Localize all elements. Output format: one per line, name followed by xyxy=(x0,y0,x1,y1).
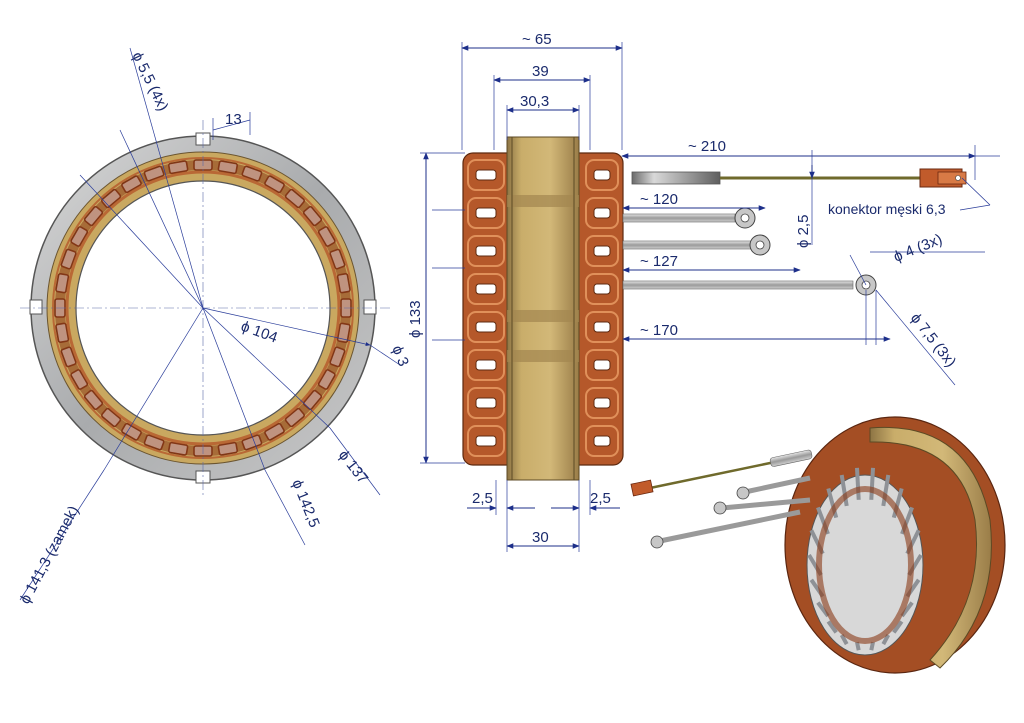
groove-dim: ϕ 3 xyxy=(388,343,412,369)
connector-label: konektor męski 6,3 xyxy=(828,201,946,217)
iso-tooth xyxy=(855,467,861,500)
iso-tooth xyxy=(881,474,891,507)
lead-insulation-210 xyxy=(631,171,721,185)
iso-tooth xyxy=(855,641,861,651)
lead-170 xyxy=(622,280,854,290)
iso-tooth xyxy=(826,620,838,634)
eyelet-hole-dim: ϕ 4 (3x) xyxy=(891,231,945,266)
coil-gap xyxy=(593,283,611,295)
iso-tooth xyxy=(900,601,914,618)
total-width-dim: ~ 65 xyxy=(522,31,552,48)
iso-eyelet-2 xyxy=(713,501,727,515)
d137-dim: ϕ 137 xyxy=(335,447,372,487)
coil-loop xyxy=(585,349,619,381)
side-view: ~ 65 39 30,3 ϕ 133 2,5 2,5 30 xyxy=(407,31,967,552)
coil-gap xyxy=(593,169,611,181)
iso-connector xyxy=(630,479,654,497)
iso-tooth xyxy=(892,620,904,634)
coil-loop xyxy=(467,387,505,419)
hole-dim: ϕ 5,5 (4x) xyxy=(128,49,171,113)
coil-gap xyxy=(475,169,497,181)
coil-loop xyxy=(467,235,505,267)
iso-tooth xyxy=(839,634,849,646)
iso-tooth xyxy=(839,474,849,507)
iso-tooth xyxy=(869,467,875,500)
iso-lamination-band xyxy=(869,426,992,669)
iso-inner-bore xyxy=(806,474,924,656)
coil-gap xyxy=(593,321,611,333)
coil-gap xyxy=(475,245,497,257)
wire-diameter-dim: ϕ 2,5 xyxy=(795,215,812,248)
coil-gap xyxy=(475,283,497,295)
iso-eyelet-3 xyxy=(650,535,664,549)
coil-loop xyxy=(585,197,619,229)
lamination-band-3 xyxy=(507,350,579,362)
coil-loop xyxy=(585,235,619,267)
coil-loop xyxy=(467,273,505,305)
coil-loop xyxy=(585,159,619,191)
right-notch xyxy=(363,299,377,315)
left-gap-dim: 2,5 xyxy=(472,490,493,507)
lead-127 xyxy=(622,240,752,250)
notch-width-dim: 13 xyxy=(225,111,242,128)
lead-127-dim: ~ 127 xyxy=(640,253,678,270)
iso-tooth xyxy=(869,641,875,651)
right-gap-dim: 2,5 xyxy=(590,490,611,507)
coil-gap xyxy=(475,359,497,371)
coil-loop xyxy=(467,311,505,343)
coil-loop xyxy=(585,311,619,343)
coil-loop xyxy=(467,425,505,457)
lead-120-dim: ~ 120 xyxy=(640,191,678,208)
coil-group xyxy=(467,159,619,457)
lock-dim: ϕ 141,3 (zamek) xyxy=(17,503,83,607)
coil-gap xyxy=(475,321,497,333)
coil-loop xyxy=(585,273,619,305)
lamination-band-1 xyxy=(507,195,579,207)
lead-210-dim: ~ 210 xyxy=(688,138,726,155)
eyelet-outer-dim: ϕ 7,5 (3x) xyxy=(907,310,959,370)
left-notch xyxy=(29,299,43,315)
d142-dim: ϕ 142,5 xyxy=(288,477,323,530)
width-39-dim: 39 xyxy=(532,63,549,80)
lamination-band-2 xyxy=(507,310,579,322)
coil-gap xyxy=(593,435,611,447)
coil-gap xyxy=(593,359,611,371)
iso-tooth xyxy=(816,601,830,618)
coil-loop xyxy=(467,197,505,229)
coil-gap xyxy=(593,245,611,257)
height-dim: ϕ 133 xyxy=(407,300,424,338)
coil-gap xyxy=(593,207,611,219)
iso-tooth xyxy=(881,634,891,646)
base-width-dim: 30 xyxy=(532,529,549,546)
coil-loop xyxy=(585,387,619,419)
coil-gap xyxy=(475,207,497,219)
coil-gap xyxy=(475,397,497,409)
lead-170-dim: ~ 170 xyxy=(640,322,678,339)
coil-gap xyxy=(593,397,611,409)
iso-eyelet-1 xyxy=(736,486,750,500)
front-view: ϕ 5,5 (4x) 13 ϕ 104 ϕ 3 ϕ 137 ϕ 142,5 ϕ … xyxy=(17,47,412,607)
coil-loop xyxy=(467,159,505,191)
width-30-3-dim: 30,3 xyxy=(520,93,549,110)
lamination-stack xyxy=(506,136,580,481)
coil-loop xyxy=(467,349,505,381)
lead-120 xyxy=(622,213,736,223)
coil-gap xyxy=(475,435,497,447)
coil-loop xyxy=(585,425,619,457)
perspective-view xyxy=(630,416,1006,674)
